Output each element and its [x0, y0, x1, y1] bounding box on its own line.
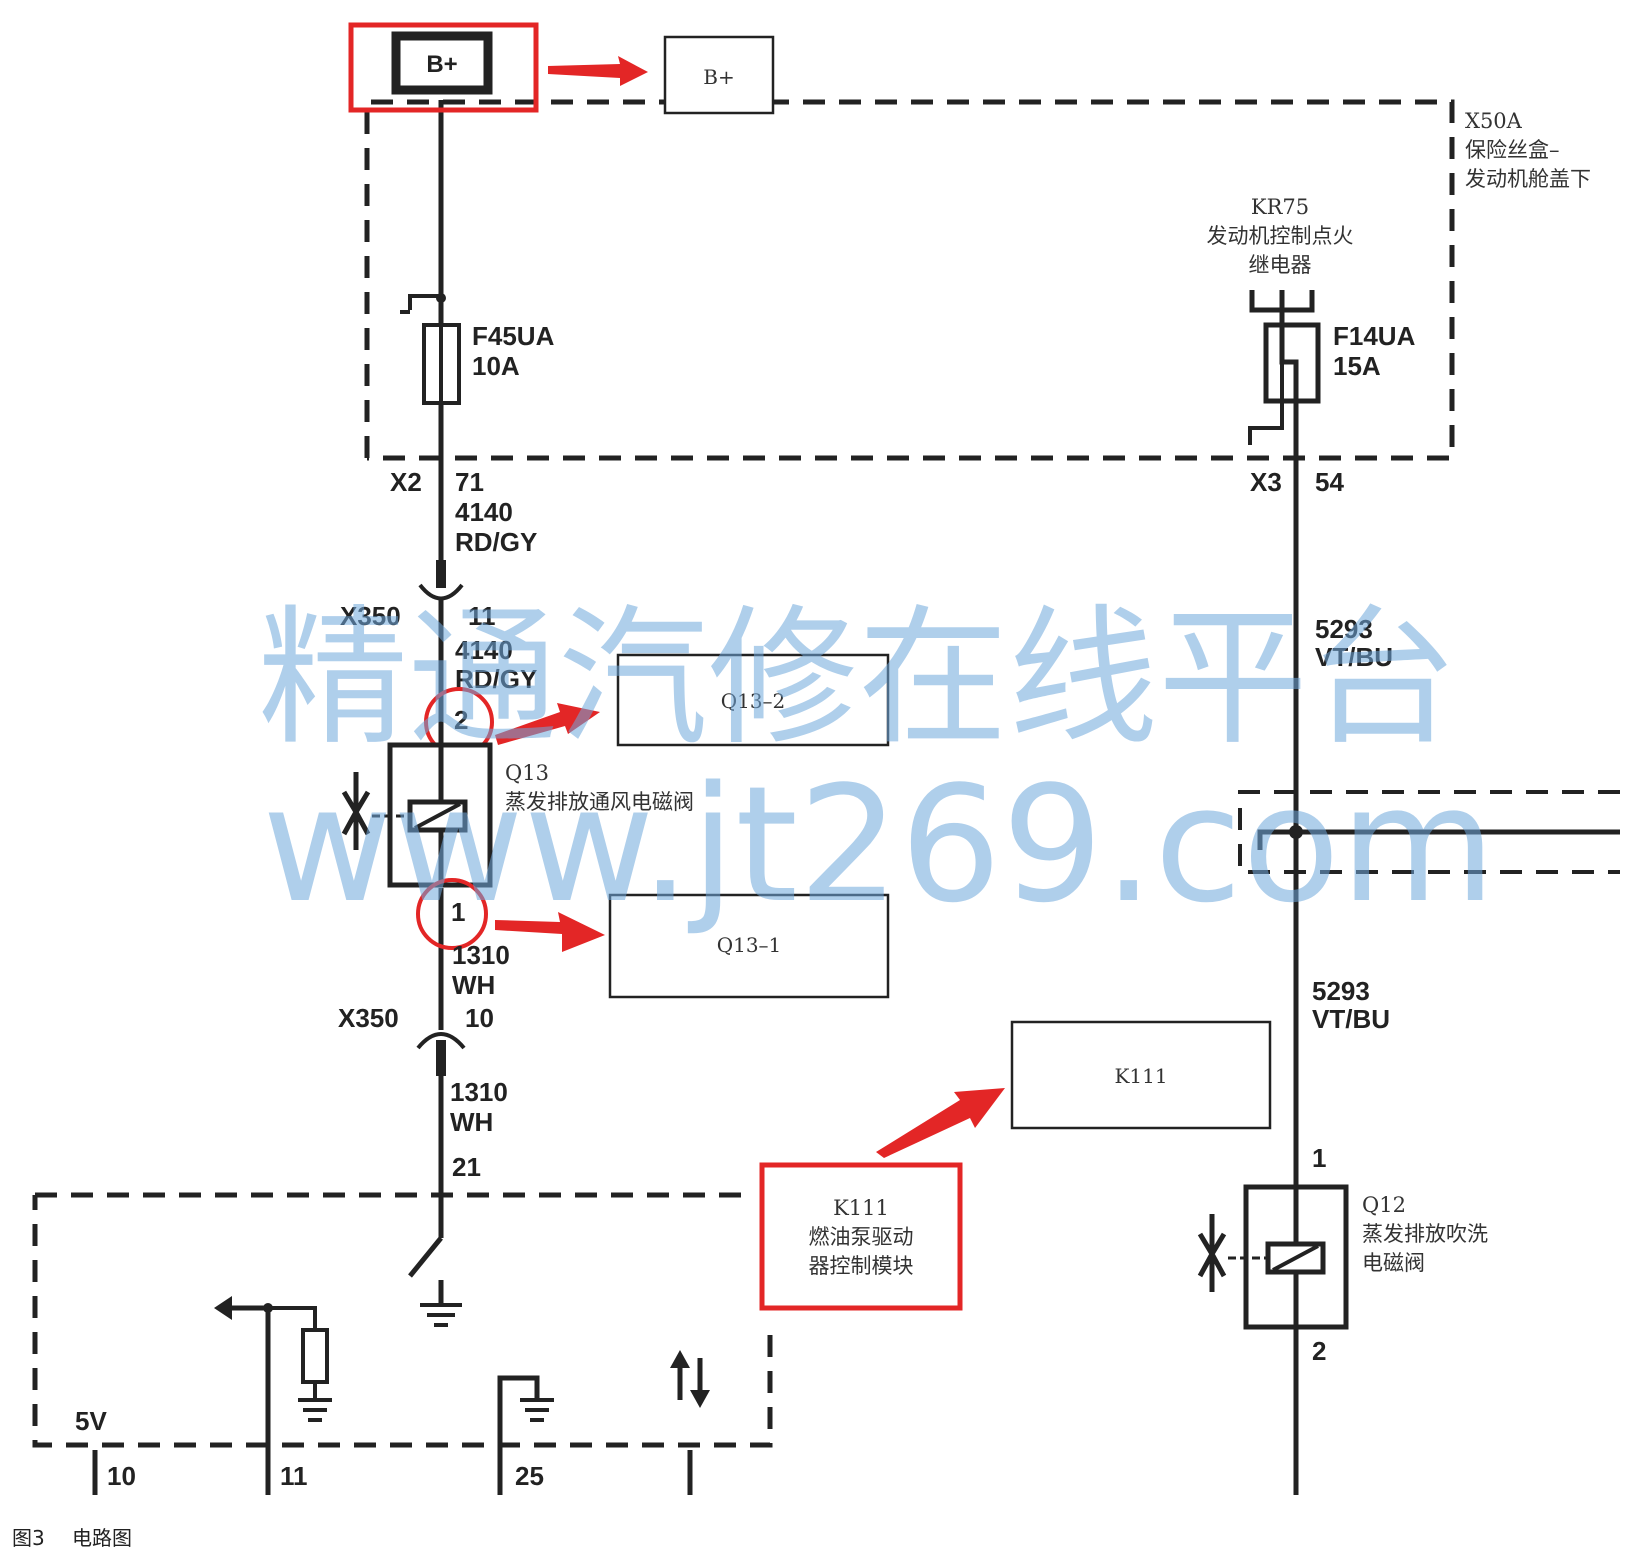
ground-icon: [520, 1398, 554, 1422]
conn-x350-top-id: X350: [340, 601, 401, 631]
conn-x350-bot-pin: [436, 1040, 446, 1076]
q13-pin-top: 2: [454, 705, 468, 735]
q13-id: Q13: [505, 761, 549, 785]
battery-highlight-box: [348, 22, 539, 113]
battery-terminal: [391, 31, 493, 95]
q13-valve-symbol: [341, 772, 371, 850]
module-5v-label: 5V: [75, 1406, 107, 1436]
conn-x2-pin: 71: [455, 467, 484, 497]
wire-4140-color: RD/GY: [455, 527, 537, 557]
q13-pin1-highlight: [416, 878, 488, 950]
conn-x350-bot-pin-label: 10: [465, 1003, 494, 1033]
wire-4140-circuit: 4140: [455, 497, 513, 527]
wire-4140b-circuit: 4140: [455, 635, 513, 665]
q12-pin-top: 1: [1312, 1143, 1326, 1173]
module-pin-25: 25: [515, 1461, 544, 1491]
module-pin-11: 11: [280, 1461, 308, 1491]
k111-id: K111: [833, 1196, 889, 1220]
conn-x350-top-cup: [418, 583, 464, 601]
conn-x350-bot-id: X350: [338, 1003, 399, 1033]
callout-arrow-q13-2: [495, 703, 600, 745]
fuse-right-id: F14UA: [1333, 321, 1416, 351]
fuse-left-id: F45UA: [472, 321, 555, 351]
fuse-right-rating: 15A: [1333, 351, 1381, 381]
relay-id: KR75: [1251, 195, 1309, 219]
splice-node: [1289, 825, 1303, 839]
q13-1-callout-label: Q13–1: [717, 933, 782, 957]
fuse-left-rating: 10A: [472, 351, 520, 381]
fuse-box-name-line1: 保险丝盒–: [1465, 138, 1560, 162]
conn-x3-id: X3: [1250, 467, 1282, 497]
wire-1310b-color: WH: [450, 1107, 493, 1137]
fuse-box-outline: [364, 99, 1455, 461]
ground-icon: [298, 1398, 332, 1422]
k111-name-line1: 燃油泵驱动: [809, 1225, 914, 1249]
callout-arrow-k111: [876, 1088, 1005, 1158]
k111-name-line2: 器控制模块: [809, 1254, 914, 1278]
q13-name: 蒸发排放通风电磁阀: [505, 790, 694, 814]
pullup-resistor-lead: [268, 1306, 317, 1330]
q13-2-callout-box: [616, 653, 890, 747]
wire-1310a-circuit: 1310: [452, 940, 510, 970]
conn-x3-pin: 54: [1315, 467, 1344, 497]
wire-5293a-circuit: 5293: [1315, 614, 1373, 644]
k111-switch: [408, 1236, 443, 1278]
fuse-left-node: [436, 293, 446, 303]
q12-id: Q12: [1362, 1193, 1406, 1217]
callout-arrow-q13-1: [495, 912, 605, 952]
fuse-right-clip: [1248, 362, 1284, 445]
q13-2-callout-label: Q13–2: [721, 689, 786, 713]
q13-pin-bottom: 1: [451, 897, 465, 927]
fuse-box-id: X50A: [1465, 109, 1523, 133]
relay-name-line1: 发动机控制点火: [1207, 224, 1354, 248]
q13-1-callout-box: [608, 893, 890, 999]
watermark-line2: www.jt269.com: [262, 751, 1496, 938]
splice-outline: [1238, 790, 1620, 874]
conn-x350-top-pin: [436, 560, 446, 588]
k111-pin-21: 21: [452, 1152, 481, 1182]
wire-5293b-color: VT/BU: [1312, 1004, 1390, 1034]
fuse-box-name-line2: 发动机舱盖下: [1465, 167, 1591, 191]
wire-5293a-color: VT/BU: [1315, 642, 1393, 672]
caption-fig: 图3: [12, 1526, 45, 1550]
q12-valve-symbol: [1197, 1214, 1227, 1292]
battery-callout-label: B+: [703, 65, 734, 89]
watermark-line1: 精通汽修在线平台: [258, 592, 1458, 766]
q12-name-line2: 电磁阀: [1362, 1251, 1425, 1275]
splice-branch: [1257, 829, 1620, 850]
pullup-resistor: [301, 1328, 329, 1384]
k111-module-outline: [32, 1192, 773, 1448]
module-pin-25-wire: [497, 1375, 540, 1495]
wire-1310b-circuit: 1310: [450, 1077, 508, 1107]
q12-pin-bottom: 2: [1312, 1336, 1326, 1366]
k111-callout-label: K111: [1114, 1064, 1167, 1088]
fuse-left-clip: [408, 294, 441, 310]
callout-arrow-battery: [548, 56, 648, 86]
battery-label: B+: [426, 51, 457, 78]
caption-title: 电路图: [72, 1526, 132, 1550]
ground-icon: [420, 1303, 462, 1327]
q12-name-line1: 蒸发排放吹洗: [1362, 1222, 1488, 1246]
battery-callout-box: [663, 35, 775, 115]
wire-1310a-color: WH: [452, 970, 495, 1000]
k111-callout-box: [1010, 1020, 1272, 1130]
conn-x350-bot-cup: [416, 1032, 466, 1050]
relay-name-line2: 继电器: [1249, 253, 1312, 277]
conn-x2-id: X2: [390, 467, 422, 497]
k111-label-box: [759, 1162, 963, 1311]
module-pin-10: 10: [107, 1461, 136, 1491]
wire-5293b-circuit: 5293: [1312, 976, 1370, 1006]
conn-x350-top-pin-label: 11: [468, 601, 496, 631]
bidirectional-arrow-icon: [670, 1350, 710, 1408]
